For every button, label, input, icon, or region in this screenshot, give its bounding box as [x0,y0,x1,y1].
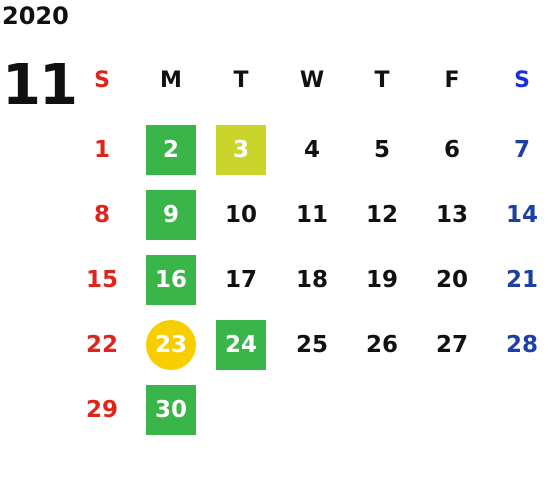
day-cell[interactable]: 19 [365,267,398,293]
day-cell[interactable]: 15 [85,267,118,293]
day-cell[interactable]: 20 [435,267,468,293]
day-cell[interactable]: 17 [224,267,257,293]
day-cell[interactable]: 24 [216,320,266,370]
day-cell[interactable]: 30 [146,385,196,435]
day-cell[interactable]: 3 [216,125,266,175]
day-cell[interactable]: 22 [85,332,118,358]
day-cell[interactable]: 12 [365,202,398,228]
day-cell[interactable]: 10 [224,202,257,228]
weekday-header: S [94,67,110,93]
weekday-header: S [514,67,530,93]
day-cell[interactable]: 16 [146,255,196,305]
weekday-header: F [444,67,460,93]
day-cell[interactable]: 6 [443,137,460,163]
day-cell[interactable]: 25 [295,332,328,358]
day-cell[interactable]: 26 [365,332,398,358]
day-cell[interactable]: 9 [146,190,196,240]
day-cell[interactable]: 28 [505,332,538,358]
day-cell[interactable]: 8 [93,202,110,228]
day-cell[interactable]: 14 [505,202,538,228]
day-cell[interactable]: 13 [435,202,468,228]
weekday-header: T [233,67,249,93]
day-cell[interactable]: 2 [146,125,196,175]
day-cell[interactable]: 21 [505,267,538,293]
day-cell[interactable]: 18 [295,267,328,293]
weekday-header: M [160,67,182,93]
day-cell[interactable]: 11 [295,202,328,228]
day-cell[interactable]: 27 [435,332,468,358]
weekday-header: W [299,67,325,93]
year-label: 2020 [2,2,69,30]
month-label: 11 [2,53,78,118]
day-cell[interactable]: 1 [93,137,110,163]
day-cell[interactable]: 5 [373,137,390,163]
day-cell[interactable]: 4 [303,137,320,163]
day-cell[interactable]: 29 [85,397,118,423]
day-cell[interactable]: 7 [513,137,530,163]
day-cell[interactable]: 23 [146,320,196,370]
weekday-header: T [374,67,390,93]
